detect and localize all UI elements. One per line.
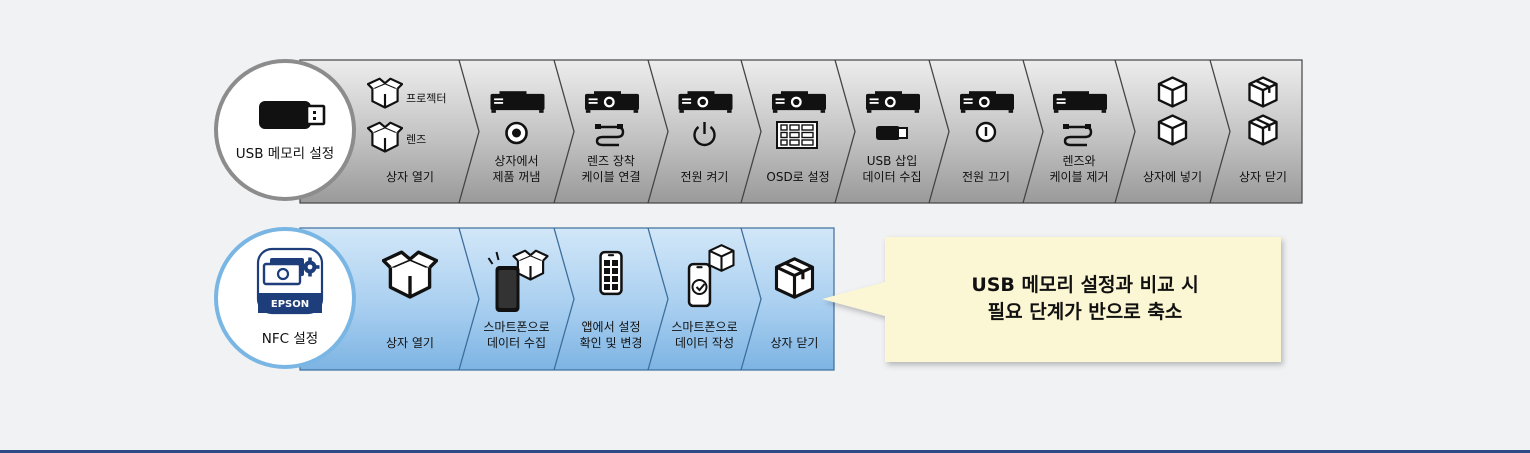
nfc-chevron-separator	[553, 227, 575, 371]
usb-step-1-label: 상자 열기	[386, 170, 434, 184]
callout-line-1: USB 메모리 설정과 비교 시	[971, 274, 1199, 296]
projector-menu-icon	[772, 91, 826, 113]
callout-text: USB 메모리 설정과 비교 시 필요 단계가 반으로 축소	[890, 272, 1280, 326]
closed-box-icon	[1248, 114, 1278, 146]
usb-start-circle: USB 메모리 설정	[214, 59, 356, 201]
callout-box	[822, 237, 1281, 362]
nfc-step-4-label: 스마트폰으로	[671, 320, 737, 334]
usb-step-4-label: 전원 켜기	[681, 170, 729, 184]
usb-chevron-separator	[740, 59, 762, 204]
nfc-step-1-label: 상자 열기	[386, 336, 434, 350]
phone-app-icon	[599, 250, 623, 296]
usb-step-8-label: 케이블 제거	[1049, 170, 1108, 184]
closed-box-icon	[1248, 76, 1278, 108]
projector-cable-remove-icon	[1053, 91, 1107, 113]
usb-step-10-label: 상자 닫기	[1239, 170, 1287, 184]
usb-step-2-label: 제품 꺼냄	[493, 170, 541, 184]
callout-line-2: 필요 단계가 반으로 축소	[987, 301, 1183, 323]
nfc-step-3-label: 앱에서 설정	[581, 320, 640, 334]
nfc-start-circle: EPSON NFC 설정	[214, 227, 356, 369]
power-icon	[693, 122, 716, 147]
usb-step-1-sublabel: 렌즈	[406, 133, 426, 146]
usb-step-7-label: 전원 끄기	[962, 170, 1010, 184]
nfc-band	[299, 227, 835, 371]
projector-usb-icon	[866, 91, 920, 113]
cube-icon	[1157, 114, 1188, 146]
nfc-step-3-label: 확인 및 변경	[580, 336, 643, 350]
usb-chevron-separator	[647, 59, 669, 204]
phone-box-icon	[487, 249, 549, 312]
cable-icon	[595, 124, 625, 147]
gear-icon	[300, 257, 320, 277]
cube-icon	[1157, 76, 1188, 108]
power-off-icon	[975, 121, 997, 143]
lens-icon	[505, 121, 528, 145]
epson-app-icon: EPSON	[256, 247, 324, 315]
closed-box-icon	[774, 257, 815, 299]
phone-icon	[599, 250, 623, 296]
projector-cable-icon	[585, 91, 639, 113]
usb-chevron-separator	[1209, 59, 1231, 204]
projector-power-off-icon	[960, 91, 1014, 113]
usb-step-1-sublabel: 프로젝터	[406, 92, 446, 105]
osd-menu-icon	[776, 121, 818, 149]
usb-chevron-separator	[834, 59, 856, 204]
usb-chevron-separator	[928, 59, 950, 204]
nfc-start-label: NFC 설정	[262, 331, 318, 347]
cable-icon	[1063, 124, 1093, 147]
nfc-chevron-separator	[647, 227, 669, 371]
usb-step-9-label: 상자에 넣기	[1143, 170, 1202, 184]
nfc-chevron-separator	[458, 227, 480, 371]
usb-chevron-separator	[458, 59, 480, 204]
nfc-chevron-separator	[740, 227, 762, 371]
usb-stick-icon	[876, 126, 908, 140]
projector-lens-icon	[490, 91, 545, 113]
cube-icon	[708, 244, 735, 272]
usb-stick-icon	[259, 101, 326, 129]
nfc-step-2-label: 데이터 수집	[487, 336, 546, 350]
usb-step-6-label: USB 삽입	[867, 154, 918, 168]
epson-brand-text: EPSON	[271, 299, 309, 310]
usb-chevron-separator	[1022, 59, 1044, 204]
usb-step-8-label: 렌즈와	[1062, 154, 1095, 168]
projector-power-icon	[678, 91, 733, 113]
usb-step-5-label: OSD로 설정	[766, 170, 829, 184]
nfc-step-5-label: 상자 닫기	[771, 336, 819, 350]
nfc-step-4-label: 데이터 작성	[675, 336, 734, 350]
usb-start-label: USB 메모리 설정	[236, 146, 334, 162]
usb-step-2-label: 상자에서	[494, 154, 538, 168]
usb-step-6-label: 데이터 수집	[862, 170, 921, 184]
usb-chevron-separator	[553, 59, 575, 204]
usb-chevron-separator	[1114, 59, 1136, 204]
phone-write-icon	[687, 244, 735, 308]
usb-step-3-label: 렌즈 장착	[587, 154, 635, 168]
bottom-divider	[0, 450, 1530, 453]
nfc-step-2-label: 스마트폰으로	[483, 320, 549, 334]
usb-step-3-label: 케이블 연결	[581, 170, 640, 184]
